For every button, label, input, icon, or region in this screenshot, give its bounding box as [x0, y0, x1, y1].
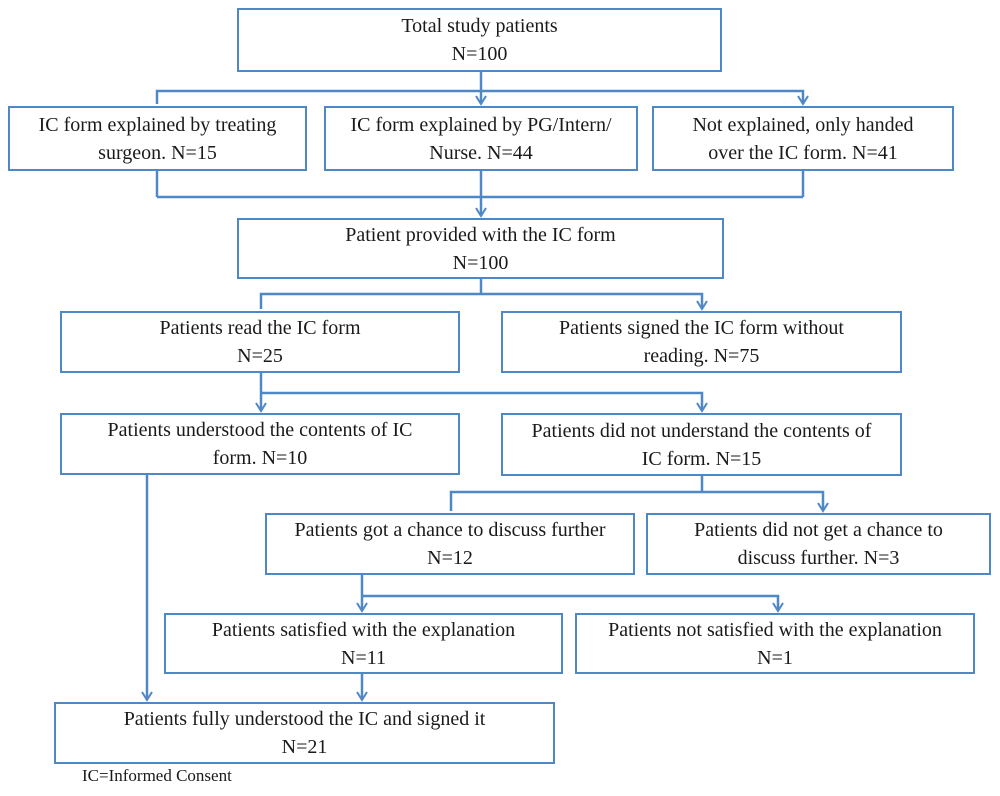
connector — [155, 89, 809, 106]
connector — [449, 490, 829, 513]
connector — [362, 594, 784, 613]
box-text: Patients understood the contents of IC — [107, 419, 413, 441]
box-count: N=11 — [341, 646, 386, 669]
box-count: N=25 — [237, 345, 283, 367]
fully-understood-signed-box: Patients fully understood the IC and sig… — [54, 702, 555, 764]
box-text: surgeon. N=15 — [98, 141, 217, 164]
box-text: Patients got a chance to discuss further — [294, 519, 606, 541]
box-text: Patients read the IC form — [159, 317, 361, 339]
understood-contents-box: Patients understood the contents of IC f… — [60, 413, 460, 475]
box-text: Patient provided with the IC form — [345, 223, 616, 246]
not-understood-contents-box: Patients did not understand the contents… — [501, 413, 902, 476]
box-count: N=100 — [451, 43, 508, 65]
box-text: reading. N=75 — [643, 345, 760, 367]
explained-by-surgeon-box: IC form explained by treating surgeon. N… — [8, 106, 307, 171]
not-satisfied-explanation-box: Patients not satisfied with the explanat… — [575, 613, 975, 674]
box-count: N=12 — [427, 547, 473, 569]
box-text: over the IC form. N=41 — [708, 141, 898, 164]
box-text: form. N=10 — [212, 447, 308, 469]
box-text: IC form explained by PG/Intern/ — [350, 113, 612, 136]
provided-ic-form-box: Patient provided with the IC form N=100 — [237, 218, 724, 279]
signed-without-reading-box: Patients signed the IC form without read… — [501, 311, 902, 373]
box-text: Patients did not understand the contents… — [531, 419, 872, 442]
box-text: Patients fully understood the IC and sig… — [123, 708, 486, 730]
box-text: Patients not satisfied with the explanat… — [608, 618, 942, 641]
box-count: N=100 — [452, 251, 509, 274]
box-text: Total study patients — [401, 15, 558, 37]
box-text: IC form explained by treating — [38, 113, 277, 136]
read-ic-form-box: Patients read the IC form N=25 — [60, 311, 460, 373]
box-text: discuss further. N=3 — [737, 547, 900, 569]
box-count: N=1 — [757, 646, 793, 669]
satisfied-explanation-box: Patients satisfied with the explanation … — [164, 613, 563, 674]
box-text: Patients did not get a chance to — [694, 519, 943, 541]
not-discussed-further-box: Patients did not get a chance to discuss… — [646, 513, 991, 575]
box-text: Patients signed the IC form without — [559, 317, 844, 339]
discussed-further-box: Patients got a chance to discuss further… — [265, 513, 635, 575]
box-text: Patients satisfied with the explanation — [211, 618, 516, 641]
total-study-patients-box: Total study patients N=100 — [237, 8, 722, 72]
connector — [261, 391, 708, 413]
connector — [259, 292, 708, 311]
box-text: Not explained, only handed — [692, 113, 914, 136]
footnote: IC=Informed Consent — [82, 766, 232, 785]
box-count: N=21 — [281, 736, 328, 758]
box-text: IC form. N=15 — [641, 447, 762, 470]
explained-by-pg-box: IC form explained by PG/Intern/ Nurse. N… — [324, 106, 638, 171]
box-text: Nurse. N=44 — [429, 141, 533, 164]
not-explained-box: Not explained, only handed over the IC f… — [652, 106, 954, 171]
